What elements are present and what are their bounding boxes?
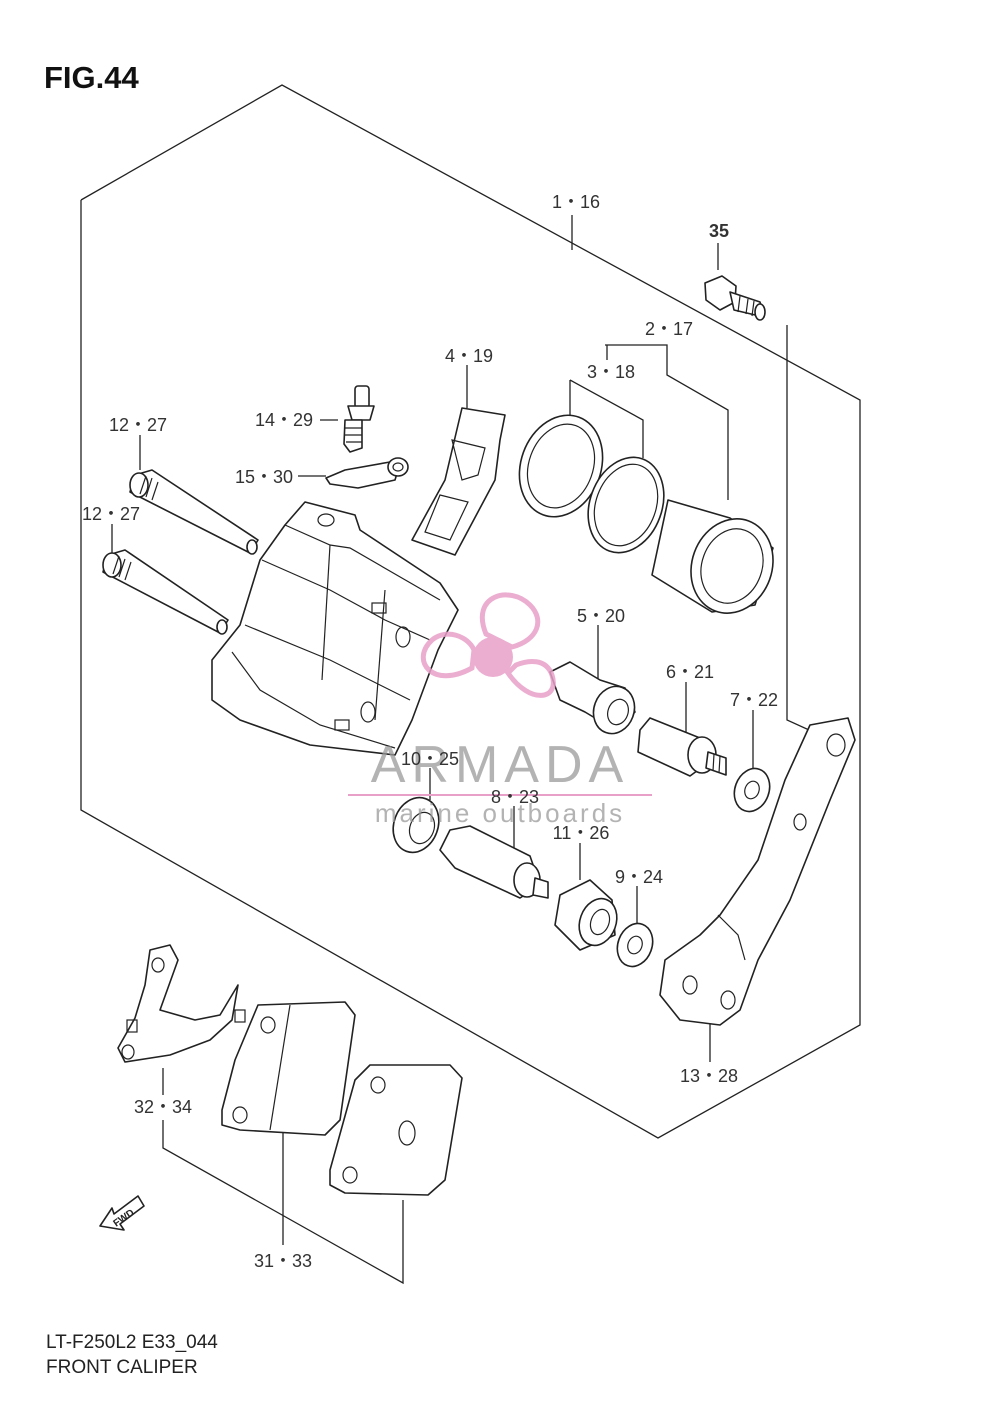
piston-seals [518, 414, 665, 554]
brake-pad-inner [221, 1001, 356, 1136]
label-3-18: 3・18 [587, 362, 635, 382]
assembly-frame [80, 84, 861, 1139]
figure-title: FIG.44 [44, 60, 139, 95]
label-31-33: 31・33 [254, 1251, 312, 1271]
bleeder-screw [343, 385, 375, 453]
dust-boot [554, 879, 618, 951]
label-6-21: 6・21 [666, 662, 714, 682]
section-name: FRONT CALIPER [46, 1357, 198, 1378]
caliper-body [211, 501, 459, 756]
watermark-logo [420, 592, 556, 698]
label-35: 35 [709, 221, 729, 241]
label-12-27-lower: 12・27 [82, 504, 140, 524]
sliding-pin-lower [102, 549, 229, 635]
label-9-24: 9・24 [615, 867, 663, 887]
sliding-pin-boot [549, 661, 636, 735]
label-8-23: 8・23 [491, 787, 539, 807]
label-10-25: 10・25 [401, 749, 459, 769]
bleeder-cap [325, 457, 409, 489]
leader-lines [111, 215, 843, 1285]
pad-shim [117, 944, 246, 1063]
label-11-26: 11・26 [553, 823, 610, 843]
model-code: LT-F250L2 E33_044 [46, 1332, 218, 1353]
label-1-16: 1・16 [552, 192, 600, 212]
label-4-19: 4・19 [445, 346, 493, 366]
piston [651, 499, 774, 614]
caliper-bracket [659, 717, 856, 1026]
watermark-brand: ARMADA [371, 736, 629, 794]
sliding-pin-bracket [439, 825, 549, 899]
label-32-34: 32・34 [134, 1097, 192, 1117]
bracket-pin [637, 717, 727, 777]
pin-boot-lower [392, 796, 440, 854]
label-5-20: 5・20 [577, 606, 625, 626]
label-15-30: 15・30 [235, 467, 293, 487]
label-2-17: 2・17 [645, 319, 693, 339]
brake-pad-outer [329, 1064, 463, 1196]
label-14-29: 14・29 [255, 410, 313, 430]
forward-direction-arrow: FWD [99, 1195, 145, 1231]
sliding-pin-upper [129, 469, 259, 555]
watermark-tagline: marine outboards [375, 798, 625, 828]
washer-lower [616, 922, 654, 968]
label-12-27-upper: 12・27 [109, 415, 167, 435]
label-7-22: 7・22 [730, 690, 778, 710]
label-13-28: 13・28 [680, 1066, 738, 1086]
washer-upper [733, 767, 771, 813]
part-labels: 1・16 35 2・17 3・18 4・19 14・29 12・27 15・30… [82, 192, 778, 1271]
bolt [704, 275, 766, 321]
pad-spring [411, 407, 506, 556]
